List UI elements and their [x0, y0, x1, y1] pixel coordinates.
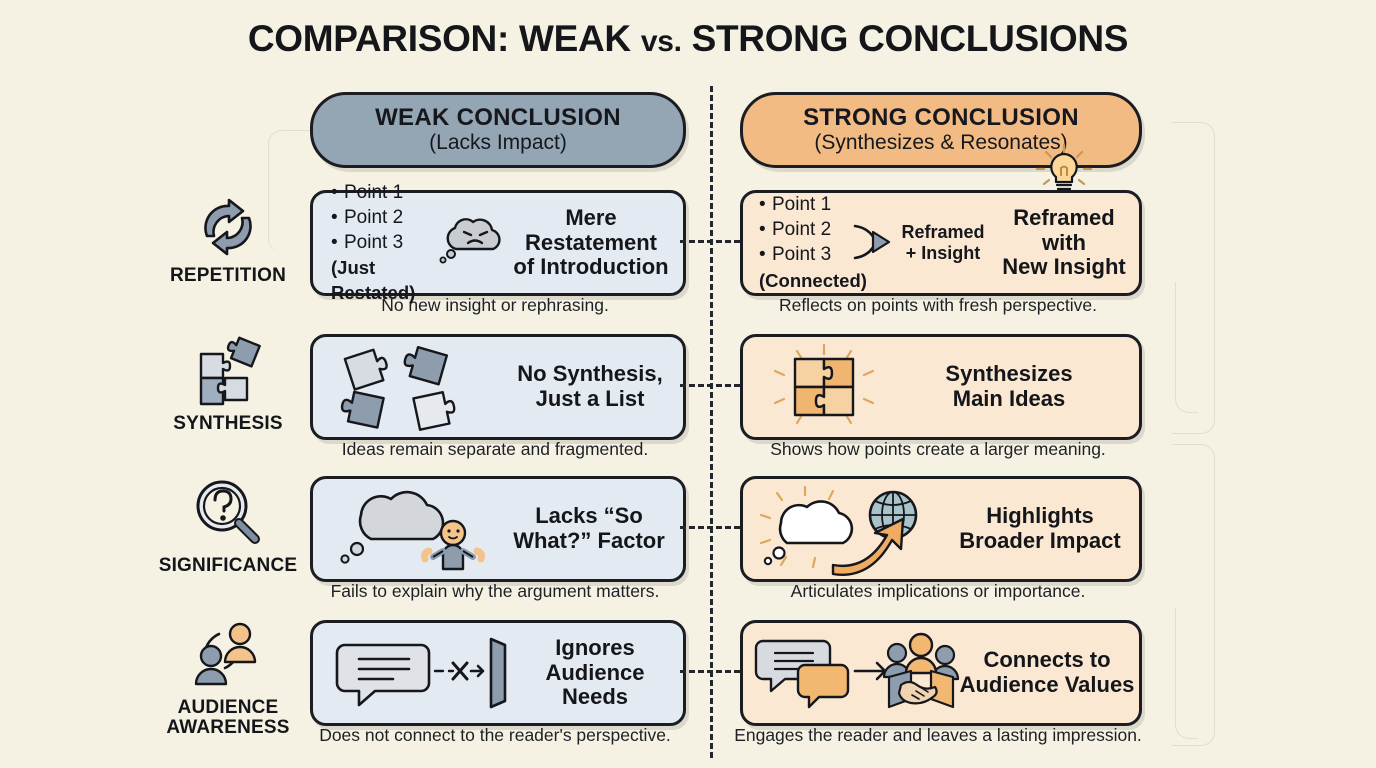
strong-repetition-bullets: •Point 1 •Point 2 •Point 3 (Connected) — [759, 193, 867, 292]
bullet-item: •Point 1 — [759, 194, 832, 216]
title-part-1: COMPARISON: WEAK — [247, 18, 641, 59]
bullet-item: •Point 2 — [759, 219, 832, 241]
magnifier-question-icon — [196, 480, 260, 544]
strong-significance-caption: Articulates implications or importance. — [790, 581, 1086, 601]
weak-header-subtitle: (Lacks Impact) — [429, 130, 567, 154]
strong-audience-caption: Engages the reader and leaves a lasting … — [734, 725, 1142, 745]
circular-arrows-icon — [204, 198, 252, 256]
weak-repetition-title: Mere Restatement of Introduction — [513, 205, 669, 280]
assembled-puzzle-icon — [773, 343, 875, 425]
category-significance: SIGNIFICANCE — [133, 476, 323, 576]
weak-synthesis-caption: Ideas remain separate and fragmented. — [341, 439, 649, 459]
two-people-cycle-icon — [194, 622, 257, 686]
weak-significance-title: Lacks “So What?” Factor — [513, 503, 665, 553]
bullet-item: •Point 3 — [759, 243, 832, 265]
strong-card-synthesis: Synthesizes Main Ideas — [740, 334, 1142, 440]
converging-arrow-icon — [853, 224, 891, 260]
category-audience-awareness: AUDIENCE AWARENESS — [133, 618, 323, 738]
strong-repetition-title: Reframed with New Insight — [1002, 205, 1126, 280]
row-connector-audience — [680, 670, 740, 673]
weak-conclusion-header: WEAK CONCLUSION (Lacks Impact) — [310, 92, 686, 168]
weak-card-significance: Lacks “So What?” Factor — [310, 476, 686, 582]
weak-significance-caption: Fails to explain why the argument matter… — [330, 581, 660, 601]
strong-repetition-mini-label: Reframed + Insight — [901, 221, 985, 263]
strong-audience-title: Connects to Audience Values — [959, 647, 1135, 697]
weak-card-repetition: •Point 1 •Point 2 •Point 3 (Just Restate… — [310, 182, 686, 303]
title-part-2: STRONG CONCLUSIONS — [681, 18, 1129, 59]
category-label-repetition: REPETITION — [169, 265, 286, 286]
strong-significance-title: Highlights Broader Impact — [959, 503, 1121, 553]
category-label-significance: SIGNIFICANCE — [158, 555, 298, 576]
glowing-cloud-globe-arrow-icon — [759, 485, 918, 576]
empty-thought-cloud-shrug-icon — [340, 490, 485, 571]
bullet-item: •Point 3 — [331, 231, 404, 253]
speech-bubbles-handshake-group-icon — [754, 632, 960, 709]
scattered-puzzle-pieces-icon — [340, 346, 456, 431]
strong-header-subtitle: (Synthesizes & Resonates) — [814, 130, 1068, 154]
strong-header-title: STRONG CONCLUSION — [803, 103, 1079, 131]
decorative-bracket-right-bottom — [1172, 444, 1215, 746]
title-vs: vs. — [640, 25, 682, 58]
weak-repetition-bullets: •Point 1 •Point 2 •Point 3 (Just Restate… — [331, 181, 439, 304]
decorative-bracket-right-mid1 — [1175, 282, 1198, 413]
weak-repetition-caption: No new insight or rephrasing. — [381, 295, 609, 315]
weak-synthesis-title: No Synthesis, Just a List — [517, 361, 663, 411]
bullet-item: •Point 1 — [331, 182, 404, 204]
category-repetition: REPETITION — [133, 192, 323, 286]
speech-bubble-blocked-wall-icon — [335, 637, 507, 709]
decorative-bracket-right-top — [1172, 122, 1215, 434]
strong-card-significance: Highlights Broader Impact — [740, 476, 1142, 582]
weak-audience-caption: Does not connect to the reader's perspec… — [319, 725, 671, 745]
strong-repetition-caption: Reflects on points with fresh perspectiv… — [778, 295, 1098, 315]
strong-synthesis-title: Synthesizes Main Ideas — [945, 361, 1073, 411]
frowning-cloud-icon — [439, 218, 501, 264]
row-connector-synthesis — [680, 384, 740, 387]
row-connector-repetition-left — [680, 240, 740, 243]
category-synthesis: SYNTHESIS — [133, 334, 323, 434]
strong-card-audience: Connects to Audience Values — [740, 620, 1142, 726]
weak-audience-title: Ignores Audience Needs — [545, 635, 645, 710]
weak-card-synthesis: No Synthesis, Just a List — [310, 334, 686, 440]
bullet-item: •Point 2 — [331, 207, 404, 229]
weak-repetition-note: (Just Restated) — [331, 257, 416, 303]
strong-repetition-note: (Connected) — [759, 269, 867, 291]
category-label-audience-awareness: AUDIENCE AWARENESS — [166, 697, 290, 738]
category-label-synthesis: SYNTHESIS — [173, 413, 283, 434]
strong-synthesis-caption: Shows how points create a larger meaning… — [770, 439, 1106, 459]
lightbulb-icon — [1035, 143, 1093, 191]
strong-card-repetition: •Point 1 •Point 2 •Point 3 (Connected) R… — [740, 143, 1142, 296]
strong-conclusion-header: STRONG CONCLUSION (Synthesizes & Resonat… — [740, 92, 1142, 168]
row-connector-significance — [680, 526, 740, 529]
weak-card-audience: Ignores Audience Needs — [310, 620, 686, 726]
decorative-bracket-right-mid2 — [1175, 608, 1198, 739]
center-divider — [710, 86, 713, 758]
weak-header-title: WEAK CONCLUSION — [375, 103, 621, 131]
page-title: COMPARISON: WEAK vs. STRONG CONCLUSIONS — [0, 18, 1376, 60]
puzzle-pieces-icon — [199, 336, 261, 406]
